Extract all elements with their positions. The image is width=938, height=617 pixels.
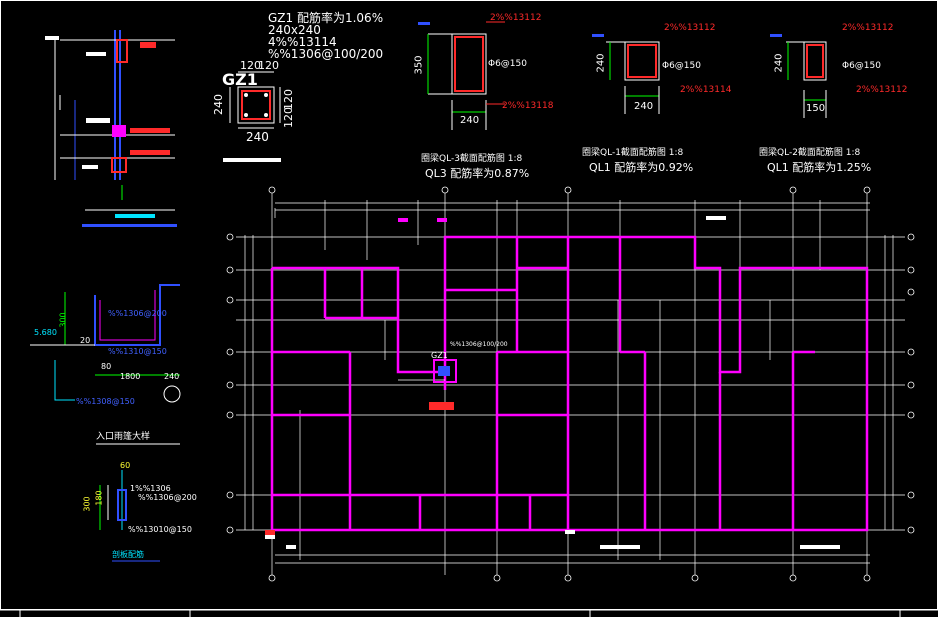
gz1-dim-bottom: 240 (246, 130, 269, 144)
slab-dim-300: 300 (82, 496, 92, 512)
wall-section-detail (45, 30, 177, 227)
canopy-dim-300: 300 (58, 312, 68, 328)
slab-rebar-a: 1%%1306 (130, 484, 171, 493)
ql2-section (770, 34, 827, 118)
gz1-ratio: GZ1 配筋率为1.06% (268, 11, 384, 25)
ql1-height: 240 (595, 53, 607, 73)
ql2-width: 150 (806, 103, 826, 114)
gz1-section (223, 71, 281, 162)
plan-dimension-lines (236, 192, 905, 575)
ql3-bottom-bars: 2%%13118 (502, 101, 554, 111)
ql2-stirrup: Φ6@150 (842, 61, 881, 71)
plan-gz1-tag: GZ1 (431, 351, 448, 360)
slab-dim-60: 60 (120, 461, 131, 470)
ql1-bottom-bars: 2%%13114 (680, 85, 732, 95)
plan-gz1-spec: %%1306@100/200 (450, 341, 508, 348)
ql1-ratio: QL1 配筋率为0.92% (589, 161, 694, 174)
canopy-level: 5.680 (34, 328, 57, 337)
gz1-dim-top-b: 120 (258, 59, 279, 72)
slab-rebar-c: %%13010@150 (128, 525, 192, 534)
slab-dim-180: 180 (94, 490, 104, 506)
plan-markers (265, 216, 840, 549)
slab-detail (99, 470, 160, 562)
ql2-bottom-bars: 2%%13112 (856, 85, 908, 95)
ql2-ratio: QL1 配筋率为1.25% (767, 161, 872, 174)
ql3-title: 圈梁QL-3截面配筋图 1:8 (421, 154, 523, 164)
plan-inner-lines (274, 208, 445, 381)
canopy-dim-240: 240 (164, 372, 180, 381)
ql3-ratio: QL3 配筋率为0.87% (425, 167, 530, 180)
ql3-width: 240 (460, 115, 480, 126)
gz1-stirrups: %%1306@100/200 (268, 47, 384, 61)
ql2-title: 圈梁QL-2截面配筋图 1:8 (759, 148, 861, 158)
canopy-dim-20: 20 (80, 336, 91, 345)
ql1-width: 240 (634, 101, 654, 112)
grid-bubbles (226, 186, 915, 582)
canopy-rebar-b: %%1310@150 (108, 347, 167, 356)
ql3-stirrup: Φ6@150 (488, 59, 527, 69)
ring-beams (270, 235, 869, 532)
gz1-bars: 4%%13114 (268, 35, 337, 49)
ql1-section (592, 34, 660, 114)
canopy-title: 入口雨篷大样 (96, 432, 151, 442)
gz1-size: 240x240 (268, 23, 321, 37)
ql3-section (418, 21, 505, 130)
ql2-height: 240 (773, 53, 785, 73)
ql1-title: 圈梁QL-1截面配筋图 1:8 (582, 148, 684, 158)
ql1-top-bars: 2%%13112 (664, 23, 716, 33)
canopy-dim-80: 80 (101, 362, 112, 371)
ql1-stirrup: Φ6@150 (662, 61, 701, 71)
ql3-height: 350 (413, 55, 425, 75)
canopy-rebar-c: %%1308@150 (76, 397, 135, 406)
canopy-dim-1800: 1800 (120, 372, 141, 381)
gz1-dim-right-b: 120 (282, 107, 295, 128)
gz1-label: GZ1 (222, 70, 258, 89)
slab-rebar-b: %%1306@200 (138, 493, 197, 502)
gz1-dim-top-a: 120 (240, 59, 261, 72)
ql3-top-bars: 2%%13112 (490, 13, 542, 23)
canopy-detail (30, 284, 181, 445)
slab-title: 剖板配筋 (112, 550, 144, 559)
canopy-rebar-a: %%1306@200 (108, 309, 167, 318)
gz1-dim-left: 240 (212, 94, 225, 115)
floor-plan (226, 186, 915, 582)
ql2-top-bars: 2%%13112 (842, 23, 894, 33)
